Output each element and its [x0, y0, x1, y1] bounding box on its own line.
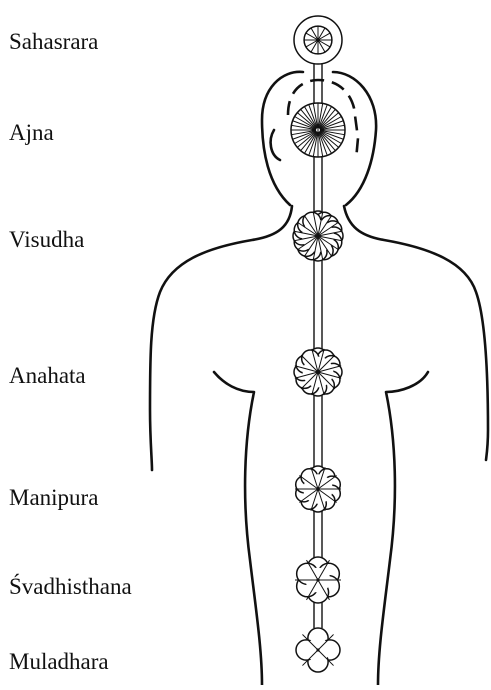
chakra-center-dot [316, 487, 319, 490]
chakra-muladhara [296, 628, 340, 672]
chakra-ajna [291, 103, 345, 157]
chakra-sahasrara [294, 16, 342, 64]
label-ajna: Ajna [9, 121, 54, 144]
chakra-anahata [294, 348, 342, 396]
right-torso [378, 372, 428, 685]
label-anahata: Anahata [9, 364, 86, 387]
chakra-center-dot [316, 370, 319, 373]
label-svadhisthana: Śvadhisthana [9, 575, 132, 598]
label-manipura: Manipura [9, 486, 98, 509]
label-muladhara: Muladhara [9, 650, 109, 673]
chakra-visudha [293, 211, 343, 261]
chakra-manipura [295, 466, 341, 512]
left-torso [214, 372, 262, 685]
label-sahasrara: Sahasrara [9, 30, 98, 53]
left-shoulder [150, 206, 292, 470]
left-ear [271, 130, 280, 160]
chakra-center-dot [316, 234, 319, 237]
chakra-svadhisthana [295, 557, 341, 603]
chakra-center-dot [316, 578, 319, 581]
right-shoulder [344, 206, 488, 460]
chakra-layer [291, 16, 345, 672]
chakra-center-dot [316, 648, 319, 651]
label-visudha: Visudha [9, 228, 84, 251]
